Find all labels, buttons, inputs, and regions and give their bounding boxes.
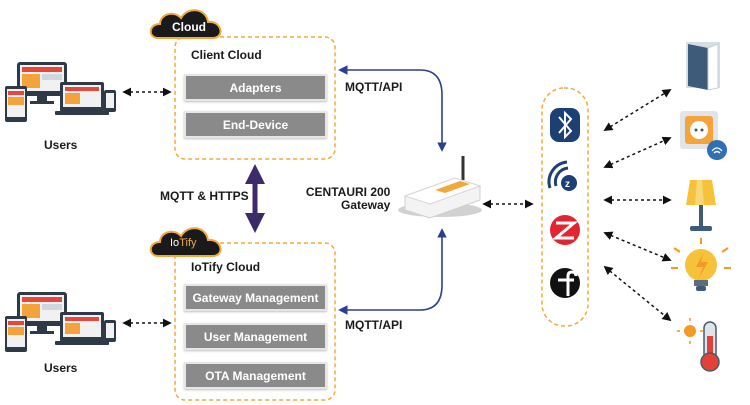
iotify-badge-part1: Io <box>170 237 180 249</box>
ota-management-button[interactable]: OTA Management <box>184 362 327 389</box>
user-management-button[interactable]: User Management <box>184 323 327 350</box>
mqtt-https-label: MQTT & HTTPS <box>160 189 249 203</box>
users-devices-bottom-icon <box>5 292 116 352</box>
users-devices-top-icon <box>5 62 116 122</box>
iotify-badge-label: IoTify <box>170 237 197 249</box>
gateway-management-button[interactable]: Gateway Management <box>184 284 327 311</box>
iotify-cloud-title: IoTify Cloud <box>191 260 261 274</box>
mqtt-api-bottom-label: MQTT/API <box>345 318 403 332</box>
gateway-label-line2: Gateway <box>341 198 391 212</box>
lamp-icon <box>686 180 716 231</box>
users-top-label: Users <box>44 138 78 152</box>
door-icon <box>686 42 720 91</box>
client-cloud-title: Client Cloud <box>191 48 262 62</box>
gateway-router-icon <box>398 156 482 219</box>
mqtt-api-top-label: MQTT/API <box>345 80 403 94</box>
mqtt-bottom-arrow <box>338 228 447 315</box>
zigbee-icon <box>550 215 580 245</box>
svg-text:z: z <box>565 179 570 190</box>
iotify-badge-part2: Tify <box>179 237 197 249</box>
cloud-badge-label: Cloud <box>172 20 206 34</box>
connector-thermometer <box>603 265 672 322</box>
smart-plug-icon <box>680 111 727 160</box>
protocol-column-box <box>541 87 589 327</box>
gateway-label-line1: CENTAURI 200 <box>305 185 391 199</box>
adapters-button[interactable]: Adapters <box>184 74 327 101</box>
mqtt-top-arrow <box>338 65 447 152</box>
connector-bulb <box>603 231 672 262</box>
gateway-label: CENTAURI 200 Gateway <box>305 186 390 212</box>
client-cloud-box <box>174 36 336 160</box>
connector-plug <box>603 136 672 169</box>
iotify-cloud-badge-icon <box>149 227 222 257</box>
light-bulb-icon <box>671 238 731 291</box>
users-bottom-label: Users <box>44 361 78 375</box>
end-device-management-button[interactable]: End-Device Management <box>184 111 327 156</box>
zwave-icon: z <box>547 160 577 191</box>
connector-door <box>603 89 672 131</box>
thread-icon <box>550 268 580 298</box>
cloud-badge-icon <box>149 9 222 39</box>
bluetooth-icon <box>550 108 580 142</box>
iotify-cloud-box <box>174 242 336 401</box>
thermometer-icon <box>677 318 720 372</box>
